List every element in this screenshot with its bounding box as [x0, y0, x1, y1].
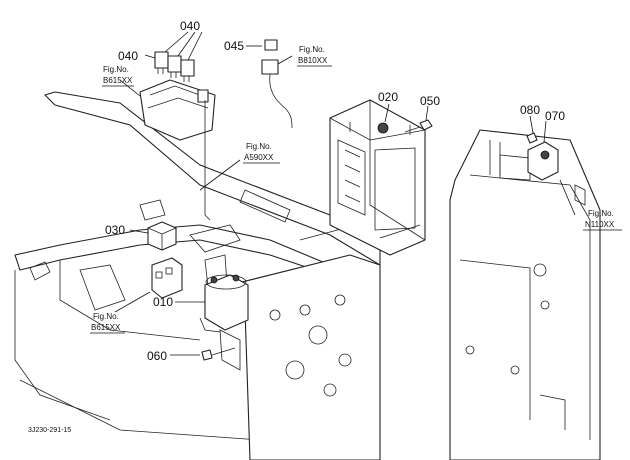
callout-070: 070 — [545, 109, 565, 123]
bolt-050 — [404, 119, 433, 133]
fig-ref-label: Fig.No. — [103, 65, 129, 74]
fig-ref-label: Fig.No. — [588, 209, 614, 218]
bolt-080 — [526, 132, 538, 144]
fig-ref-code: A590XX — [244, 153, 274, 162]
controller-020 — [329, 99, 426, 256]
connector-045 — [261, 39, 293, 129]
callout-080: 080 — [520, 103, 540, 117]
callout-060: 060 — [147, 349, 167, 363]
callout-030: 030 — [105, 223, 125, 237]
callout-050: 050 — [420, 94, 440, 108]
fig-ref-b615-bottom: Fig.No. B615XX — [90, 312, 125, 334]
fig-ref-b615-top: Fig.No. B615XX — [102, 65, 134, 87]
sensor-070 — [527, 141, 559, 181]
relay-holder — [151, 257, 183, 299]
bolt-060 — [201, 347, 236, 361]
drawing-code: 3J230-291-15 — [28, 427, 71, 434]
callout-010: 010 — [153, 295, 173, 309]
fig-ref-label: Fig.No. — [299, 45, 325, 54]
fuse-box — [139, 79, 216, 221]
fig-ref-n110: Fig.No. N110XX — [583, 209, 622, 231]
relay-030 — [147, 221, 177, 251]
fig-ref-a590: Fig.No. A590XX — [243, 142, 280, 164]
starter-relay-010 — [199, 274, 249, 333]
callout-045: 045 — [224, 39, 244, 53]
fig-ref-code: B615XX — [91, 323, 121, 332]
fig-ref-code: N110XX — [585, 220, 615, 229]
fig-ref-label: Fig.No. — [93, 312, 119, 321]
leader-lines — [114, 31, 576, 356]
fig-ref-b810: Fig.No. B810XX — [297, 45, 332, 67]
relay-group-040 — [154, 51, 195, 82]
side-panel — [449, 129, 601, 460]
frame-panel — [14, 91, 381, 460]
fig-ref-label: Fig.No. — [246, 142, 272, 151]
callout-020: 020 — [378, 90, 398, 104]
fig-ref-code: B810XX — [298, 56, 328, 65]
fig-ref-code: B615XX — [103, 76, 133, 85]
callout-040-left: 040 — [118, 49, 138, 63]
callout-040-top: 040 — [180, 19, 200, 33]
